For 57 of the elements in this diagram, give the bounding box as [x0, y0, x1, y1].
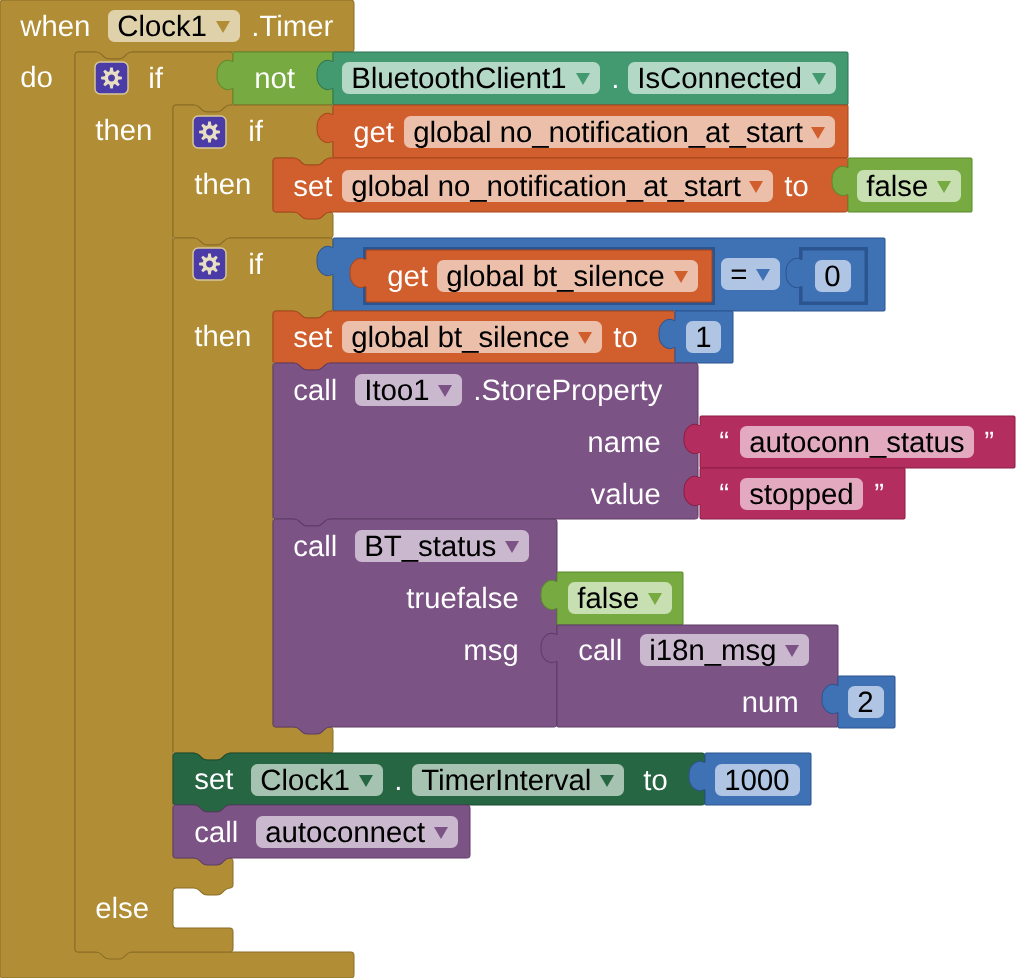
dropdown-field: Clock1: [108, 10, 240, 42]
number-field: 2: [848, 686, 884, 718]
dropdown-field: autoconnect: [256, 816, 458, 848]
keyword-label: call: [294, 378, 336, 401]
quote-mark: “: [720, 431, 728, 439]
dropdown-field: i18n_msg: [640, 634, 809, 667]
keyword-label: then: [95, 118, 151, 141]
keyword-label: then: [194, 172, 250, 195]
keyword-label: to: [643, 771, 667, 791]
keyword-label: then: [194, 324, 250, 347]
keyword-label: get: [388, 267, 428, 293]
number-field: 1000: [715, 764, 800, 796]
parameter-label: msg: [465, 644, 517, 667]
keyword-label: when: [20, 14, 89, 37]
dropdown-field: global bt_silence: [437, 260, 698, 293]
event-name-label: .Timer: [253, 14, 333, 37]
dropdown-field: BluetoothClient1: [342, 62, 600, 94]
keyword-label: else: [96, 896, 148, 919]
parameter-label: truefalse: [406, 586, 518, 609]
parameter-label: name: [589, 436, 660, 453]
keyword-label: not: [256, 69, 295, 89]
number-field: 0: [815, 260, 851, 292]
dot-separator: .: [613, 84, 617, 88]
dropdown-field: global no_notification_at_start: [342, 170, 773, 203]
keyword-label: set: [294, 177, 333, 197]
text-field: autoconn_status: [740, 426, 974, 458]
keyword-label: if: [150, 66, 163, 88]
parameter-label: value: [590, 482, 660, 505]
dropdown-field: false: [857, 170, 961, 202]
quote-mark: ”: [985, 431, 993, 439]
quote-mark: ”: [875, 483, 883, 491]
dropdown-field: global bt_silence: [342, 321, 602, 354]
dropdown-field: Itoo1: [355, 374, 462, 406]
keyword-label: if: [250, 252, 263, 274]
dot-separator: .: [396, 786, 400, 790]
text-field: stopped: [740, 478, 863, 511]
keyword-label: to: [784, 177, 808, 197]
number-field: 1: [686, 321, 721, 353]
keyword-label: to: [613, 328, 637, 348]
dropdown-field: Clock1: [251, 764, 383, 796]
dropdown-field: TimerInterval: [412, 764, 624, 796]
keyword-label: set: [294, 328, 333, 348]
dropdown-field: global no_notification_at_start: [404, 116, 835, 149]
dropdown-field: BT_status: [355, 530, 529, 562]
keyword-label: call: [579, 638, 621, 661]
quote-mark: “: [720, 483, 728, 491]
keyword-label: get: [354, 123, 394, 149]
parameter-label: num: [743, 696, 797, 713]
keyword-label: do: [21, 65, 52, 88]
dropdown-field: IsConnected: [628, 62, 836, 94]
keyword-label: set: [195, 770, 234, 790]
dropdown-field: =: [721, 258, 780, 290]
keyword-label: if: [250, 119, 263, 141]
method-name-label: .StoreProperty: [475, 379, 663, 407]
dropdown-field: false: [568, 582, 672, 614]
keyword-label: call: [195, 820, 237, 843]
keyword-label: call: [294, 534, 336, 557]
